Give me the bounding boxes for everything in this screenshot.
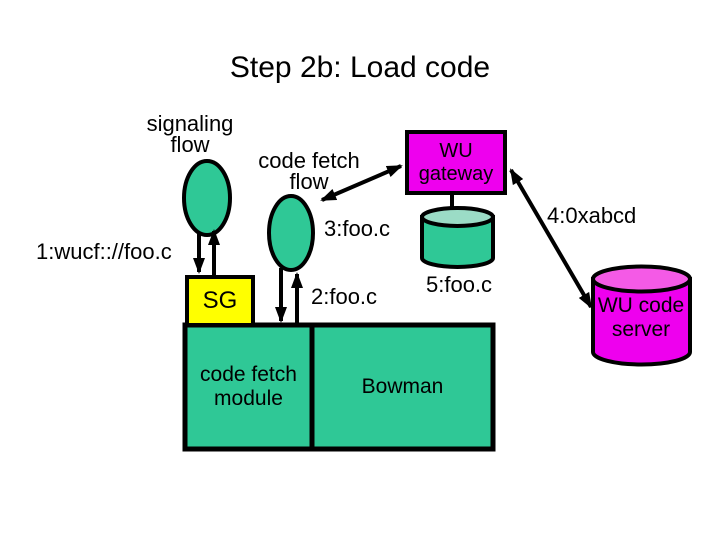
- code-fetch-module-box: [182, 322, 315, 452]
- bowman-label: Bowman: [361, 375, 444, 398]
- arrow-ellipse2-gateway: [320, 164, 403, 202]
- code-cache-cylinder-top: [420, 206, 495, 228]
- sg-box: [185, 275, 255, 327]
- signaling-flow-ellipse: [182, 159, 232, 237]
- code-cache-cylinder-body: [420, 215, 495, 269]
- step1-label: 1:wucf:://foo.c: [36, 239, 172, 264]
- code-fetch-module-label: code fetch module: [200, 362, 297, 410]
- sg-label: SG: [202, 287, 238, 314]
- signaling-flow-label: signaling flow: [146, 111, 234, 157]
- wu-code-server-cylinder-body: [591, 277, 692, 367]
- step3-label: 3:foo.c: [324, 216, 391, 241]
- step5-label: 5:foo.c: [426, 272, 493, 297]
- step4-label: 4:0xabcd: [547, 203, 637, 228]
- step2-label: 2:foo.c: [311, 284, 378, 309]
- arrow-gateway-server: [509, 168, 593, 309]
- code-fetch-flow-ellipse: [267, 194, 315, 272]
- wu-code-server-cylinder-top: [591, 264, 692, 294]
- wu-code-server-label: WU code server: [597, 293, 685, 341]
- bowman-box: [309, 322, 496, 452]
- wu-gateway-box: [405, 130, 507, 195]
- slide-title: Step 2b: Load code: [229, 51, 491, 84]
- wu-gateway-label: WU gateway: [418, 139, 494, 185]
- code-fetch-flow-label: code fetch flow: [258, 148, 360, 194]
